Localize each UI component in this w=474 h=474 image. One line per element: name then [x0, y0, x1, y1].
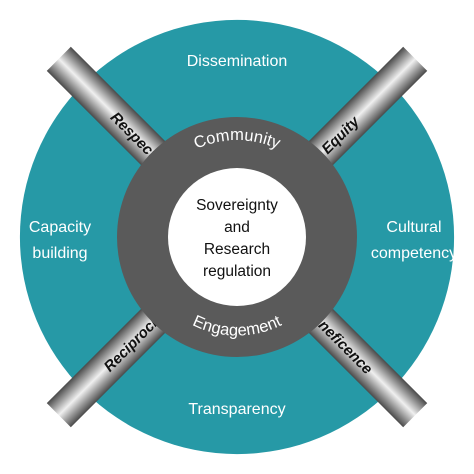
segment-label-capacity: Capacity: [29, 219, 91, 236]
core-label-line1: Sovereignty: [196, 197, 278, 214]
core-label-line3: Research: [204, 241, 270, 258]
segment-label-transparency: Transparency: [188, 401, 285, 418]
segment-label-competency: competency: [371, 245, 457, 262]
segment-label-building: building: [32, 245, 87, 262]
core-label-line2: and: [224, 219, 250, 236]
segment-label-dissemination: Dissemination: [187, 53, 287, 70]
core-circle: [168, 168, 306, 306]
segment-label-cultural: Cultural: [386, 219, 441, 236]
core-label-line4: regulation: [203, 263, 271, 280]
